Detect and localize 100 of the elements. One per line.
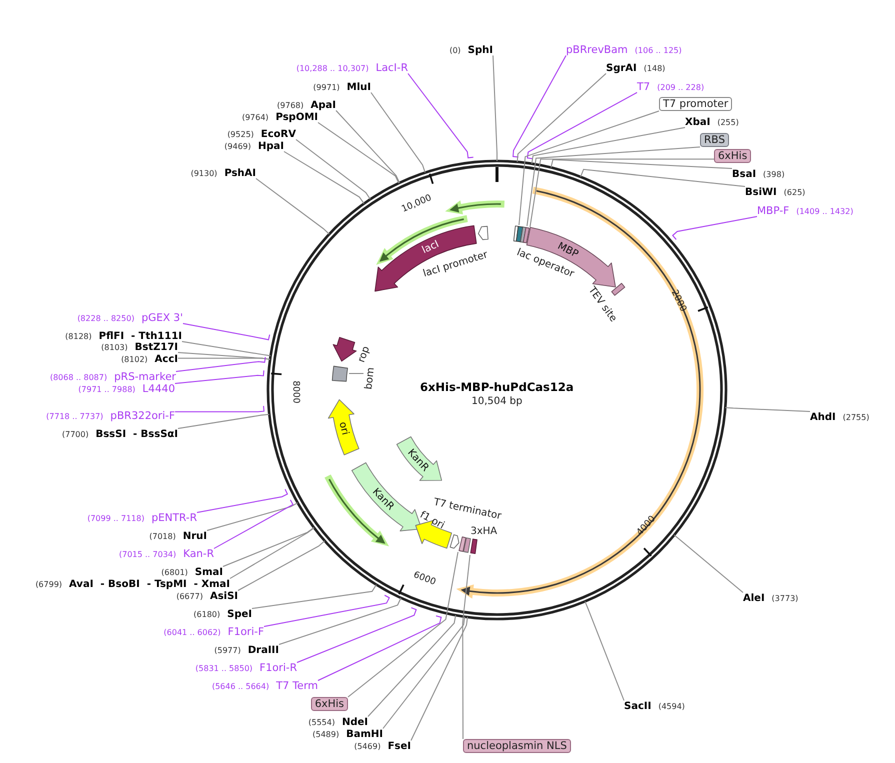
feature-tag: RBS bbox=[700, 133, 729, 147]
enzyme-name: PflFI bbox=[98, 330, 124, 342]
site-position: (9764) bbox=[242, 112, 269, 122]
enzyme-name: - XmaI bbox=[194, 578, 230, 590]
enzyme-name: - Tth111I bbox=[131, 330, 182, 342]
leader-line bbox=[531, 127, 686, 164]
site-position: (0) bbox=[449, 44, 461, 56]
site-position: (8102) bbox=[121, 354, 148, 364]
primer-range: (106 .. 125) bbox=[634, 44, 682, 56]
leader-line bbox=[196, 488, 288, 513]
primer-name: Kan-R bbox=[183, 548, 214, 560]
leader-line bbox=[214, 499, 294, 549]
site-position: (5977) bbox=[214, 644, 241, 656]
site-position: (398) bbox=[763, 168, 785, 180]
primer-name: LacI-R bbox=[376, 62, 408, 74]
leader-line bbox=[348, 373, 364, 374]
primer-name: MBP-F bbox=[757, 206, 790, 216]
leader-line bbox=[512, 55, 566, 158]
enzyme-name: DraIII bbox=[248, 644, 279, 656]
enzyme-name: SphI bbox=[468, 44, 493, 56]
site-position: (9768) bbox=[277, 100, 304, 110]
enzyme-name: AhdI bbox=[810, 412, 836, 422]
feature-tag: T7 promoter bbox=[659, 97, 732, 111]
leader-line bbox=[318, 122, 400, 184]
leader-line bbox=[284, 151, 365, 204]
site-position: (2755) bbox=[842, 412, 870, 422]
leader-line bbox=[672, 216, 758, 240]
enzyme-name: EcoRV bbox=[260, 128, 296, 140]
enzyme-name: SpeI bbox=[227, 608, 252, 620]
enzyme-name: BssSI bbox=[96, 428, 126, 440]
enzyme-name: - TspMI bbox=[146, 578, 187, 590]
enzyme-name: PshAI bbox=[224, 168, 256, 178]
enzyme-name: AsiSI bbox=[210, 590, 238, 602]
leader-line bbox=[336, 110, 400, 184]
primer-name: F1ori-R bbox=[260, 662, 297, 674]
feature-marker bbox=[477, 225, 489, 241]
leader-line bbox=[264, 594, 390, 627]
leader-line bbox=[278, 597, 402, 645]
leader-line bbox=[206, 502, 298, 531]
enzyme-name: HpaI bbox=[258, 140, 284, 152]
leader-line bbox=[176, 356, 266, 372]
primer-range: (5646 .. 5664) bbox=[212, 680, 270, 692]
feature-block bbox=[463, 537, 472, 553]
leader-line bbox=[178, 414, 270, 429]
primer-name: T7 bbox=[637, 82, 650, 92]
feature-label: bom bbox=[363, 366, 377, 390]
site-position: (7700) bbox=[62, 428, 89, 440]
primer-range: (7971 .. 7988) bbox=[78, 384, 136, 394]
enzyme-name: MluI bbox=[346, 82, 371, 92]
enzyme-name: BsiWI bbox=[745, 186, 777, 198]
enzyme-name: BstZ17I bbox=[134, 342, 178, 352]
feature-label: 3xHA bbox=[470, 526, 498, 536]
tick-label: 6000 bbox=[412, 570, 438, 588]
feature-tag: nucleoplasmin NLS bbox=[463, 739, 571, 753]
primer-range: (7099 .. 7118) bbox=[87, 512, 144, 524]
primer-range: (6041 .. 6062) bbox=[164, 626, 221, 638]
site-position: (7018) bbox=[149, 530, 176, 542]
feature-block bbox=[522, 227, 530, 244]
site-position: (9525) bbox=[227, 128, 254, 140]
leader-line bbox=[410, 616, 468, 741]
primer-range: (8068 .. 8087) bbox=[50, 372, 108, 382]
feature-block bbox=[331, 365, 349, 382]
leader-line bbox=[182, 341, 272, 356]
leader-line bbox=[296, 607, 417, 663]
leader-line bbox=[174, 370, 264, 384]
primer-name: T7 Term bbox=[276, 680, 318, 692]
leader-line bbox=[408, 73, 474, 158]
site-position: (9469) bbox=[224, 140, 251, 152]
feature-block bbox=[458, 536, 467, 552]
feature-tag: 6xHis bbox=[310, 697, 348, 711]
enzyme-name: - BsoBI bbox=[100, 578, 140, 590]
leader-line bbox=[318, 615, 442, 681]
leader-line bbox=[256, 178, 330, 235]
primer-range: (7718 .. 7737) bbox=[46, 410, 104, 422]
primer-name: pBRrevBam bbox=[566, 44, 628, 56]
leader-line bbox=[550, 159, 732, 169]
leader-line bbox=[368, 614, 456, 717]
site-position: (8103) bbox=[101, 342, 128, 352]
site-position: (5489) bbox=[312, 728, 340, 740]
primer-name: F1ori-F bbox=[228, 626, 264, 638]
feature-block bbox=[611, 282, 626, 296]
leader-line bbox=[584, 600, 624, 701]
leader-line bbox=[182, 323, 270, 340]
enzyme-name: BamHI bbox=[346, 728, 383, 740]
primer-name: pBR322ori-F bbox=[110, 410, 175, 422]
primer-name: pGEX 3' bbox=[141, 312, 183, 324]
leader-line bbox=[238, 540, 326, 591]
leader-line bbox=[526, 146, 700, 226]
site-position: (6677) bbox=[176, 590, 203, 602]
enzyme-name: AvaI bbox=[69, 578, 94, 590]
leader-line bbox=[516, 73, 606, 162]
primer-name: L4440 bbox=[142, 384, 175, 394]
enzyme-name: SmaI bbox=[194, 566, 223, 578]
leader-line bbox=[252, 584, 377, 609]
site-position: (9971) bbox=[313, 82, 340, 92]
orf-feature bbox=[445, 200, 505, 214]
leader-line bbox=[674, 534, 744, 593]
gene-label: MBP bbox=[556, 240, 580, 260]
plasmid-length: 10,504 bp bbox=[472, 396, 522, 406]
leader-line bbox=[370, 92, 426, 174]
